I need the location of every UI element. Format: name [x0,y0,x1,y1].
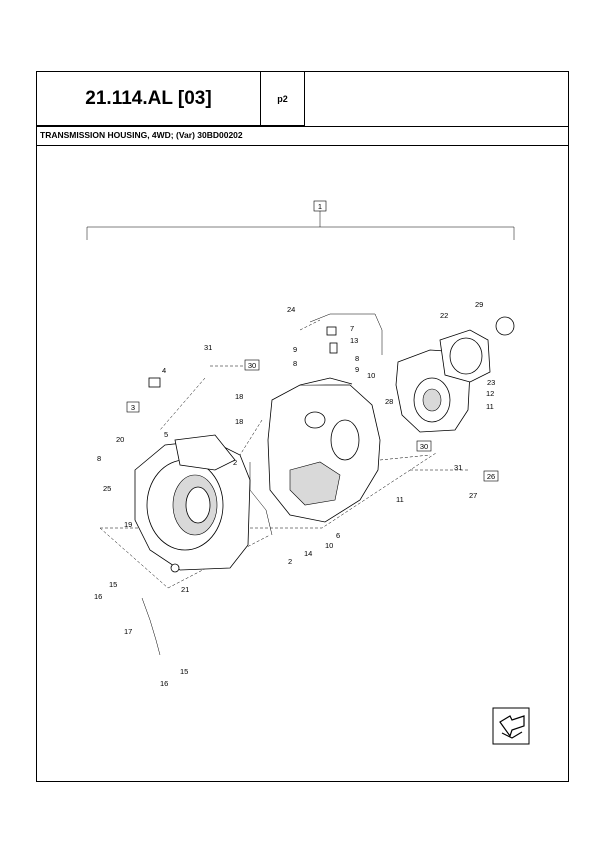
parts-sheet: 21.114.AL [03] p2 TRANSMISSION HOUSING, … [36,71,569,782]
section-code: 21.114.AL [03] [37,72,261,126]
callout-31b: 31 [454,463,462,472]
group-bracket: 1 [86,200,515,240]
callout-28: 28 [385,397,393,406]
callout-19: 19 [124,520,132,529]
callout-24: 24 [287,305,295,314]
callout-31a: 31 [204,343,212,352]
diagram-title: TRANSMISSION HOUSING, 4WD; (Var) 30BD002… [37,126,568,146]
callout-25: 25 [103,484,111,493]
callout-4: 4 [162,366,166,375]
callout-27: 27 [469,491,477,500]
page-number: p2 [261,72,305,126]
callout-14: 14 [304,549,312,558]
callout-10b: 10 [325,541,333,550]
transmission-case [267,377,381,523]
callout-6: 6 [336,531,340,540]
callout-2a: 2 [233,458,237,467]
callout-29: 29 [475,300,483,309]
bell-housing [134,434,251,573]
callout-16b: 16 [160,679,168,688]
callout-17: 17 [124,627,132,636]
oil-tubes [141,313,383,656]
callout-labels: 24 7 13 9 8 8 9 10 31 30 4 3 18 18 5 20 … [94,300,499,688]
rear-cover [395,316,515,433]
callout-8c: 8 [97,454,101,463]
callout-7: 7 [350,324,354,333]
callout-15b: 15 [180,667,188,676]
callout-16a: 16 [94,592,102,601]
callout-18b: 18 [235,417,243,426]
callout-3: 3 [131,403,135,412]
callout-2b: 2 [288,557,292,566]
callout-12: 12 [486,389,494,398]
callout-9b: 9 [355,365,359,374]
callout-11b: 11 [486,402,494,411]
callout-23: 23 [487,378,495,387]
callout-15a: 15 [109,580,117,589]
callout-9a: 9 [293,345,297,354]
callout-30b: 30 [420,442,428,451]
callout-8a: 8 [293,359,297,368]
callout-20: 20 [116,435,124,444]
callout-1: 1 [318,202,322,211]
callout-30a: 30 [248,361,256,370]
callout-21: 21 [181,585,189,594]
callout-10a: 10 [367,371,375,380]
callout-18a: 18 [235,392,243,401]
callout-13: 13 [350,336,358,345]
callout-22: 22 [440,311,448,320]
callout-26: 26 [487,472,495,481]
callout-5: 5 [164,430,168,439]
next-page-arrow-icon[interactable] [492,707,530,745]
callout-11a: 11 [396,495,404,504]
callout-8b: 8 [355,354,359,363]
